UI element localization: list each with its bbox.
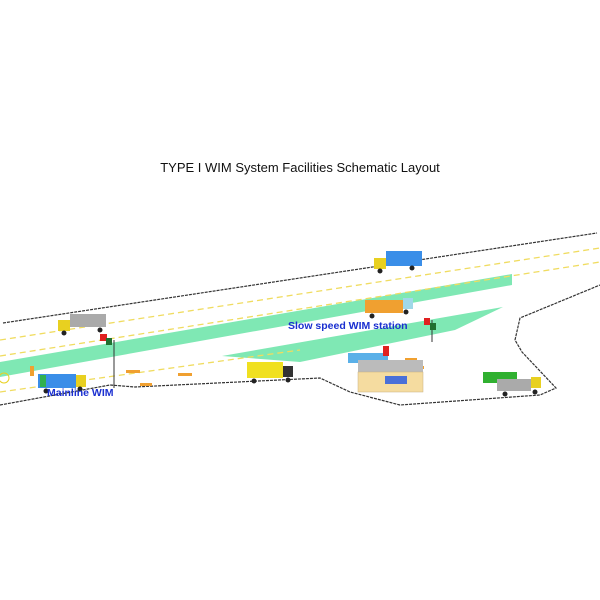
road-top-edge (2, 232, 598, 324)
wim-station-building (348, 346, 424, 393)
truck-yellow (247, 362, 293, 384)
road-bottom-edge (0, 284, 600, 406)
truck-blue-top (374, 251, 422, 274)
truck-grey (58, 314, 106, 336)
flag-icon (100, 334, 115, 388)
loop-marker (0, 372, 10, 384)
slow-speed-area (222, 307, 503, 362)
median-strip (0, 274, 512, 377)
slow-speed-wim-label: Slow speed WIM station (288, 320, 408, 332)
mainline-sensor-icon (30, 366, 46, 387)
truck-parked (483, 372, 541, 397)
diagram-title: TYPE I WIM System Facilities Schematic L… (160, 160, 440, 175)
mainline-wim-label: Mainline WIM (47, 387, 114, 399)
flag-icon (424, 318, 436, 342)
truck-blue-mainline (38, 374, 86, 394)
truck-orange (365, 298, 413, 319)
